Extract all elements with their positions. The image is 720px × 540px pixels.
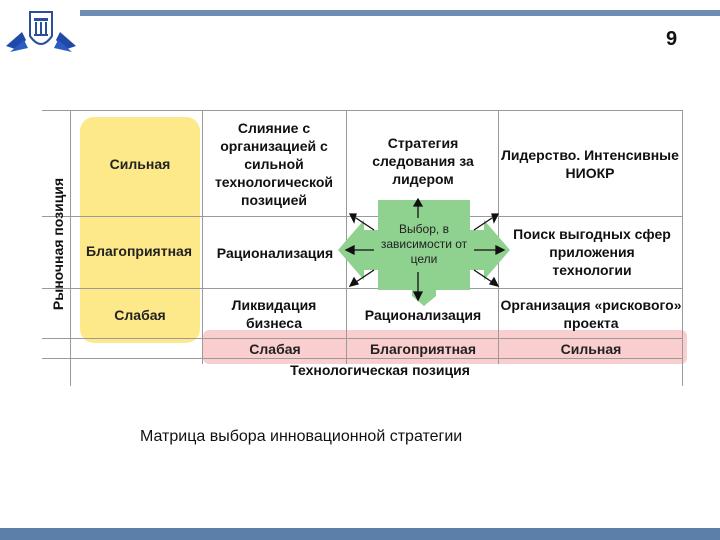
grid-line [682, 110, 683, 386]
column-label-weak: Слабая [249, 341, 301, 357]
cell-merger: Слияние с организацией с сильной техноло… [214, 120, 334, 208]
row-label-strong: Сильная [109, 156, 171, 172]
grid-line [42, 358, 682, 359]
choice-label: Выбор, в зависимости от цели [380, 222, 468, 266]
cell-follow-leader: Стратегия следования за лидером [372, 135, 474, 187]
grid-line [42, 216, 682, 217]
cell-liquidation: Ликвидация бизнеса [231, 297, 317, 331]
row-label-weak: Слабая [114, 307, 166, 323]
cell-rationalization-1: Рационализация [216, 245, 334, 261]
figure-caption: Матрица выбора инновационной стратегии [140, 428, 463, 445]
cell-leadership: Лидерство. Интенсивные НИОКР [501, 147, 679, 181]
cell-rationalization-2: Рационализация [364, 307, 482, 323]
grid-line [70, 110, 71, 386]
green-cross-arrow [338, 200, 510, 306]
column-label-strong: Сильная [560, 341, 622, 357]
column-label-favorable: Благоприятная [370, 341, 476, 357]
grid-line [42, 110, 682, 111]
header-rule [80, 10, 720, 16]
choice-arrows [338, 197, 510, 306]
y-axis-title: Рыночная позиция [50, 177, 66, 311]
row-label-favorable: Благоприятная [86, 243, 192, 259]
grid-line [202, 110, 203, 364]
page-number: 9 [666, 28, 678, 50]
cell-search-spheres: Поиск выгодных сфер приложения технологи… [513, 226, 671, 278]
grid-line [346, 110, 347, 364]
grid-line [42, 338, 682, 339]
market-position-highlight [80, 117, 200, 343]
footer-rule [0, 528, 720, 540]
cell-risk-project: Организация «рискового» проекта [500, 297, 682, 331]
grid-line [42, 288, 682, 289]
x-axis-title: Технологическая позиция [290, 362, 470, 378]
university-logo [6, 11, 76, 52]
